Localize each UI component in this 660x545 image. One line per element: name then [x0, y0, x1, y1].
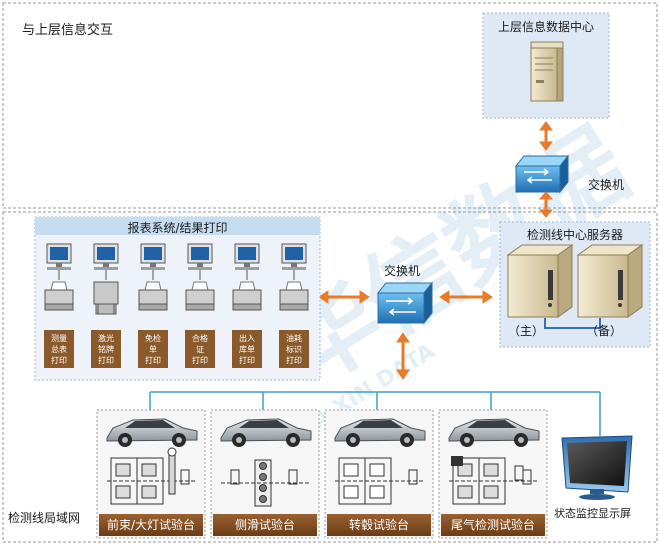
upper-data-center	[482, 12, 610, 119]
test-station-label: 尾气检测试验台	[450, 518, 535, 532]
upper-interaction-frame	[2, 2, 658, 209]
printer-tag-label: 测量 总表 打印	[51, 334, 67, 365]
printer-station-6	[279, 243, 309, 368]
report-system-title: 报表系统/结果打印	[127, 221, 228, 235]
printer-station-4	[185, 243, 215, 368]
switch-center-label: 交换机	[384, 264, 421, 278]
backup-server-icon	[576, 244, 644, 318]
switch-top-label: 交换机	[588, 178, 625, 192]
printer-tag-label: 油耗 标识 打印	[286, 334, 302, 365]
printer-tag-label: 出入 库单 打印	[239, 334, 255, 365]
test-station-1	[96, 409, 206, 539]
monitor-label: 状态监控显示屏	[554, 507, 631, 520]
printer-station-5	[232, 243, 262, 368]
test-station-label: 转毂试验台	[348, 518, 409, 532]
connection-arrows	[318, 121, 554, 380]
server-group-title: 检测线中心服务器	[526, 228, 623, 242]
primary-server-icon	[506, 244, 574, 318]
test-station-4	[438, 409, 548, 539]
printer-tag-label: 免检 单 打印	[145, 334, 161, 365]
printer-tag-label: 激光 铭牌 打印	[98, 334, 114, 365]
test-station-2	[210, 409, 320, 539]
printer-station-2	[91, 243, 121, 368]
switch-center-icon	[376, 281, 434, 325]
test-station-3	[324, 409, 434, 539]
backup-server-label: （备）	[586, 324, 623, 338]
upper-data-center-title: 上层信息数据中心	[497, 20, 594, 34]
monitor-icon	[561, 435, 633, 500]
test-station-label: 前束/大灯试验台	[106, 518, 196, 532]
report-system-panel	[34, 216, 321, 381]
detection-lan-label: 检测线局域网	[8, 511, 81, 525]
printer-station-1	[44, 243, 74, 368]
network-bus	[149, 391, 601, 436]
server-group	[499, 221, 651, 348]
printer-tag-label: 合格 证 打印	[192, 334, 208, 365]
primary-server-label: （主）	[508, 324, 545, 338]
test-station-label: 侧滑试验台	[234, 518, 295, 532]
detection-lan-frame	[2, 211, 658, 543]
upper-interaction-label: 与上层信息交互	[22, 23, 114, 38]
switch-top-icon	[514, 154, 570, 194]
printer-station-3	[138, 243, 168, 368]
